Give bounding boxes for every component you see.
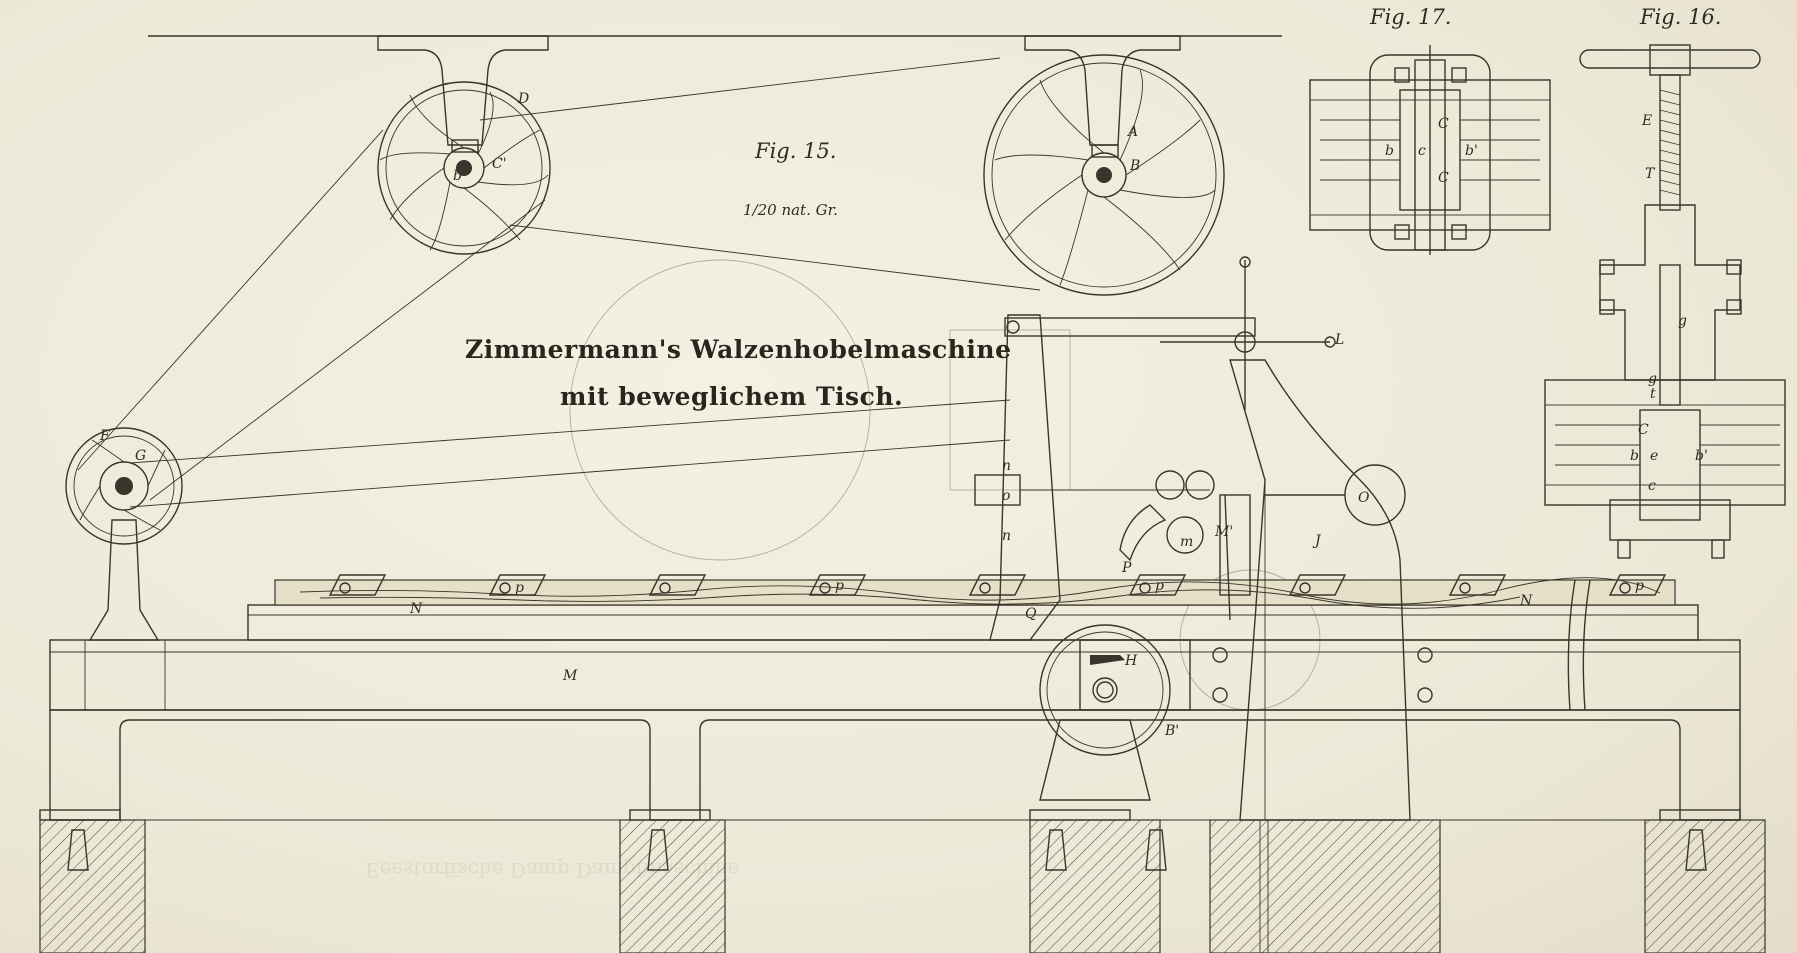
letter-L: L — [1334, 332, 1344, 348]
letter-n2: n — [1002, 528, 1011, 544]
letter-g2: g — [1648, 371, 1657, 387]
machine-bed — [49, 639, 1741, 821]
letter-J: J — [1312, 533, 1322, 549]
letter-B: B — [1129, 158, 1140, 174]
movable-table — [247, 577, 1699, 641]
letter-P: P — [1121, 560, 1132, 576]
letter-C3: C — [1438, 170, 1449, 186]
letter-c2: c — [1648, 478, 1656, 494]
letter-b5: b' — [1465, 143, 1478, 159]
letter-b4: b — [1385, 143, 1394, 159]
part-letters: D C' b A B F G L n o n P m M' O J N N M … — [99, 91, 1708, 739]
letter-g1: g — [1678, 313, 1687, 329]
letter-E: E — [1641, 113, 1652, 129]
letter-M1: M' — [1214, 524, 1233, 540]
fig17-label: Fig. 17. — [1369, 5, 1451, 29]
letter-Q: Q — [1025, 606, 1037, 622]
letter-N1: N — [409, 601, 423, 617]
fig16-label: Fig. 16. — [1639, 5, 1721, 29]
letter-m: m — [1180, 534, 1193, 550]
foundations — [39, 809, 1766, 953]
letter-T: T — [1645, 166, 1656, 182]
letter-b1: b — [453, 168, 462, 184]
fig15-label: Fig. 15. — [754, 139, 836, 163]
letter-p4: p — [1635, 578, 1644, 594]
letter-C2: C — [1438, 116, 1449, 132]
letter-t: t — [1650, 386, 1656, 402]
letter-D: D — [517, 91, 529, 107]
letter-C: C — [1638, 422, 1649, 438]
fig17-valve-section — [1309, 45, 1551, 255]
letter-b3: b' — [1695, 448, 1708, 464]
plate-title-line2: mit beweglichem Tisch. — [560, 382, 903, 411]
letter-p1: p — [515, 580, 524, 596]
drive-belts — [77, 57, 1041, 508]
central-frame — [974, 256, 1433, 821]
letter-N2: N — [1519, 593, 1533, 609]
hanger-pulley-right — [983, 35, 1225, 296]
letter-G: G — [135, 448, 146, 464]
letter-c3: c — [1418, 143, 1426, 159]
letter-H: H — [1124, 653, 1138, 669]
letter-B1: B' — [1164, 723, 1179, 739]
hanger-pulley-left — [377, 35, 551, 255]
letter-o1: o — [1002, 488, 1010, 504]
letter-b2: b — [1630, 448, 1639, 464]
letter-M: M — [562, 668, 578, 684]
fig16-gate-valve — [1544, 44, 1786, 559]
letter-C1: C' — [492, 156, 507, 172]
letter-F: F — [99, 428, 111, 444]
small-pulley-left — [65, 427, 183, 641]
letter-p2: p — [835, 578, 844, 594]
letter-e2: e — [1650, 448, 1658, 464]
letter-n1: n — [1002, 458, 1011, 474]
letter-A: A — [1126, 124, 1138, 140]
letter-O: O — [1358, 490, 1370, 506]
letter-p3: p — [1155, 578, 1164, 594]
fig15-scale: 1/20 nat. Gr. — [743, 201, 838, 219]
plate-title-line1: Zimmermann's Walzenhobelmaschine — [465, 335, 1011, 364]
